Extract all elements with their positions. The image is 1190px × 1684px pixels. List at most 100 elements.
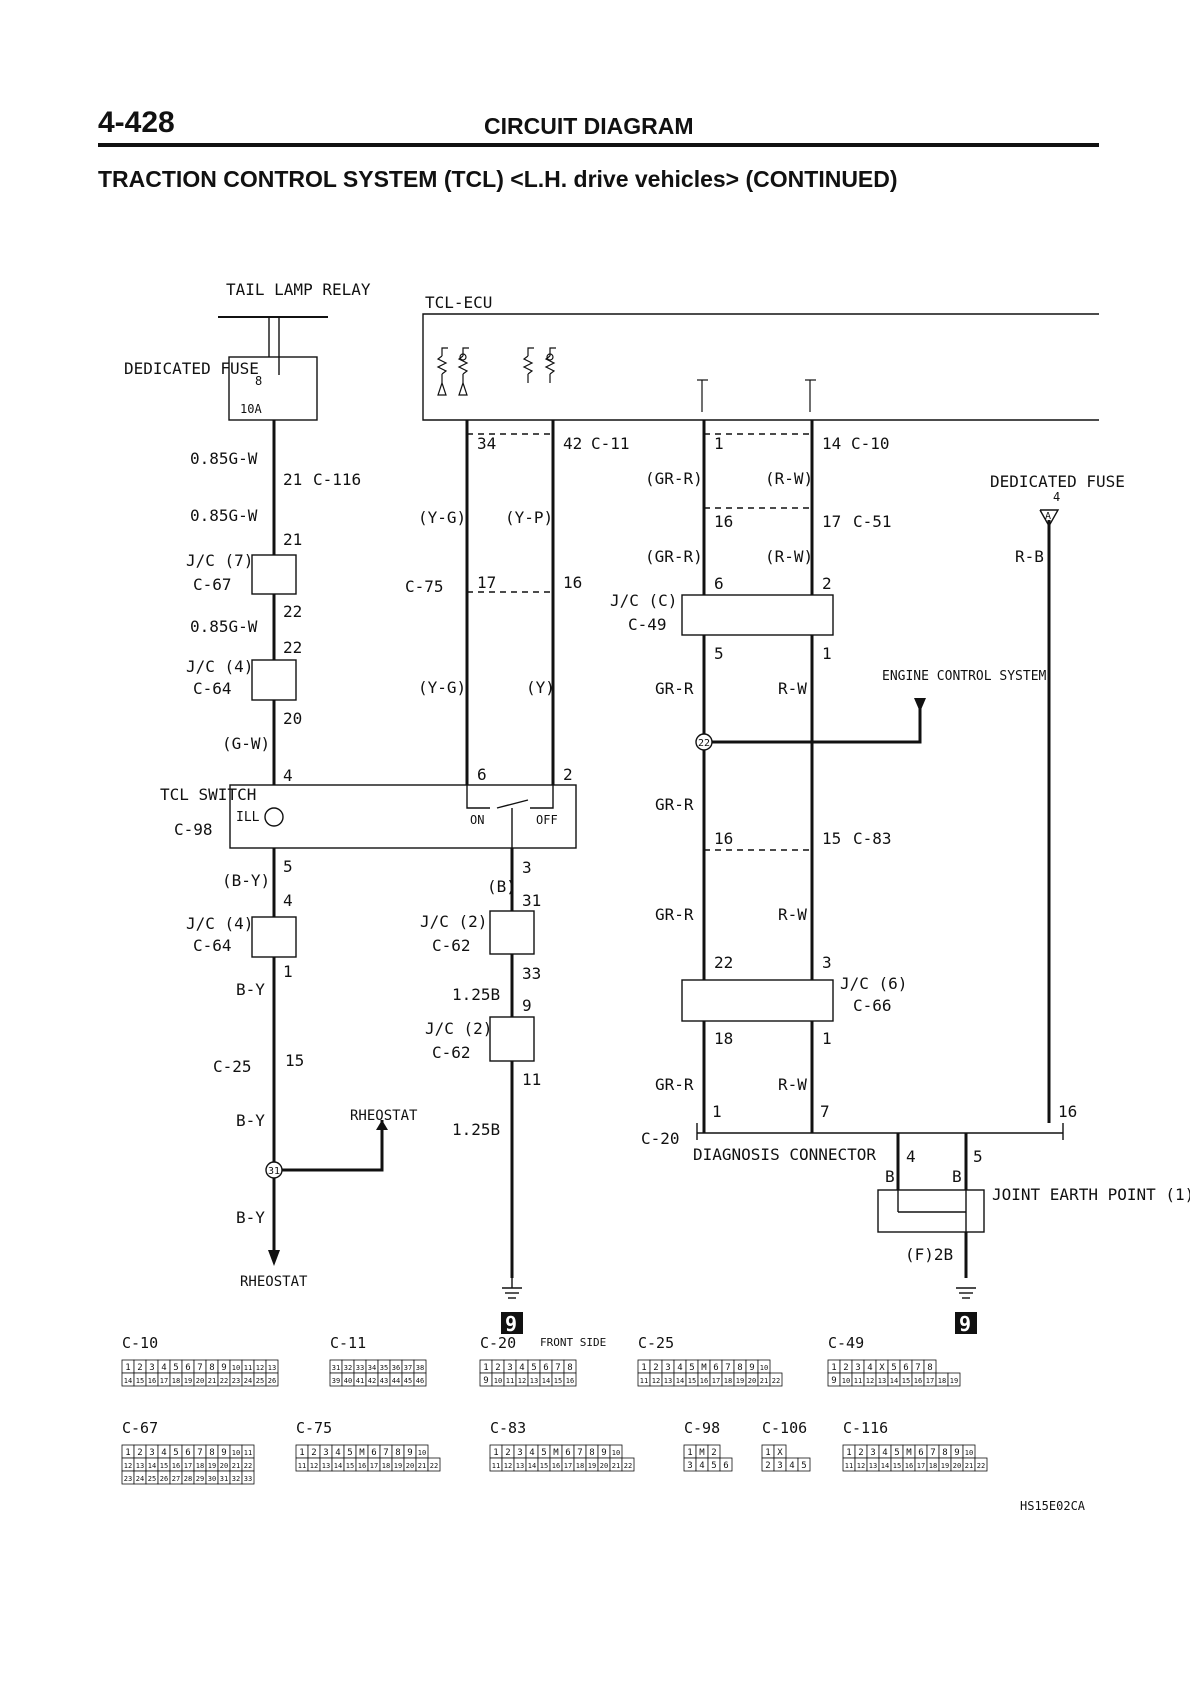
connector-face-label: C-20 (480, 1334, 516, 1352)
connector-pin-number: 6 (565, 1448, 570, 1458)
connector-pin-number: 24 (244, 1377, 252, 1385)
connector-pin-number: 3 (149, 1363, 154, 1373)
connector-ref: C-20 (641, 1129, 680, 1148)
connector-pin-number: 10 (965, 1449, 973, 1457)
pin-number: 22 (714, 953, 733, 972)
connector-face-label: C-10 (122, 1334, 158, 1352)
connector-pin-number: 12 (504, 1462, 512, 1470)
connector-pin-number: 15 (346, 1462, 354, 1470)
connector-pin-number: 1 (641, 1363, 646, 1373)
wire-label: (G-W) (222, 734, 270, 753)
pin-number: 16 (1058, 1102, 1077, 1121)
fuse-tag: A (1045, 511, 1051, 522)
fuse-number-2: 4 (1053, 490, 1060, 504)
connector-pin-number: 8 (209, 1448, 214, 1458)
connector-face-label: C-11 (330, 1334, 366, 1352)
connector-pin-number: 28 (184, 1475, 192, 1483)
connector-pin-number: 11 (244, 1364, 252, 1372)
connector-pin-number: 14 (148, 1462, 156, 1470)
ground-symbol-2: 9 (959, 1312, 971, 1336)
connector-pin-number: 8 (737, 1363, 742, 1373)
connector-pin-number: 37 (404, 1364, 412, 1372)
connector-face-label: C-25 (638, 1334, 674, 1352)
connector-pin-number: 3 (323, 1448, 328, 1458)
connector-pin-number: 31 (332, 1364, 340, 1372)
connector-pin-number: 13 (878, 1377, 886, 1385)
connector-pin-number: 2 (843, 1363, 848, 1373)
pin-number: 11 (522, 1070, 541, 1089)
pin-number: 4 (906, 1147, 916, 1166)
connector-pin-number: 19 (950, 1377, 958, 1385)
connector-pin-number: 19 (394, 1462, 402, 1470)
pin-number: 20 (283, 709, 302, 728)
connector-pin-number: 16 (905, 1462, 913, 1470)
connector-pin-number: 7 (577, 1448, 582, 1458)
connector-pin-number: 30 (208, 1475, 216, 1483)
connector-pin-number: 6 (903, 1363, 908, 1373)
connector-pin-number: 13 (530, 1377, 538, 1385)
pin-number: 2 (822, 574, 832, 593)
connector-pin-number: 14 (124, 1377, 132, 1385)
connector-pin-number: 18 (172, 1377, 180, 1385)
pin-number: 31 (522, 891, 541, 910)
wire-label: 1.25B (452, 1120, 500, 1139)
connector-face-label: C-67 (122, 1419, 158, 1437)
connector-ref: C-11 (591, 434, 630, 453)
switch-on: ON (470, 813, 484, 827)
connector-pin-number: 17 (926, 1377, 934, 1385)
pin-number: 42 (563, 434, 582, 453)
connector-pin-cell (241, 1470, 255, 1485)
connector-pin-number: 12 (866, 1377, 874, 1385)
connector-pin-number: 7 (725, 1363, 730, 1373)
connector-pin-number: 22 (430, 1462, 438, 1470)
connector-pin-number: 5 (173, 1448, 178, 1458)
connector-pin-number: 16 (552, 1462, 560, 1470)
junction-label: J/C (6) (840, 974, 907, 993)
connector-pin-cell (621, 1457, 635, 1472)
connector-pin-number: 4 (161, 1448, 166, 1458)
connector-pin-number: 32 (344, 1364, 352, 1372)
connector-pin-number: 1 (493, 1448, 498, 1458)
connector-pin-number: 18 (938, 1377, 946, 1385)
connector-pin-number: 5 (894, 1448, 899, 1458)
wire-label: B (952, 1167, 962, 1186)
connector-pin-number: 16 (148, 1377, 156, 1385)
connector-pin-number: 3 (149, 1448, 154, 1458)
connector-pin-number: 36 (392, 1364, 400, 1372)
connector-pin-number: 7 (930, 1448, 935, 1458)
wire-label: (Y) (526, 678, 555, 697)
connector-pin-number: 41 (356, 1377, 364, 1385)
connector-pin-number: 4 (882, 1448, 887, 1458)
connector-pin-number: 9 (831, 1376, 836, 1386)
wire-label: (Y-G) (418, 508, 466, 527)
connector-pin-number: 7 (915, 1363, 920, 1373)
connector-pin-number: 15 (136, 1377, 144, 1385)
connector-ref: C-49 (628, 615, 667, 634)
connector-pin-number: 15 (893, 1462, 901, 1470)
connector-pin-number: 21 (208, 1377, 216, 1385)
pin-number: 34 (477, 434, 496, 453)
connector-pin-number: 10 (232, 1364, 240, 1372)
connector-pin-number: 21 (965, 1462, 973, 1470)
connector-pin-number: 14 (881, 1462, 889, 1470)
pin-number: 33 (522, 964, 541, 983)
wire-label: R-B (1015, 547, 1044, 566)
wire-label: 0.85G-W (190, 449, 258, 468)
connector-pin-cell (974, 1457, 988, 1472)
pin-number: 9 (522, 996, 532, 1015)
connector-pin-number: 1 (846, 1448, 851, 1458)
connector-pin-number: 16 (358, 1462, 366, 1470)
connector-pin-number: 25 (148, 1475, 156, 1483)
pin-number: 3 (522, 858, 532, 877)
connector-pin-number: 17 (564, 1462, 572, 1470)
connector-pin-number: 5 (531, 1363, 536, 1373)
connector-pin-number: 20 (600, 1462, 608, 1470)
connector-pin-number: 4 (335, 1448, 340, 1458)
connector-pin-number: 33 (244, 1475, 252, 1483)
connector-ref: C-75 (405, 577, 444, 596)
connector-pin-number: 11 (244, 1449, 252, 1457)
connector-pin-cell (719, 1457, 733, 1472)
